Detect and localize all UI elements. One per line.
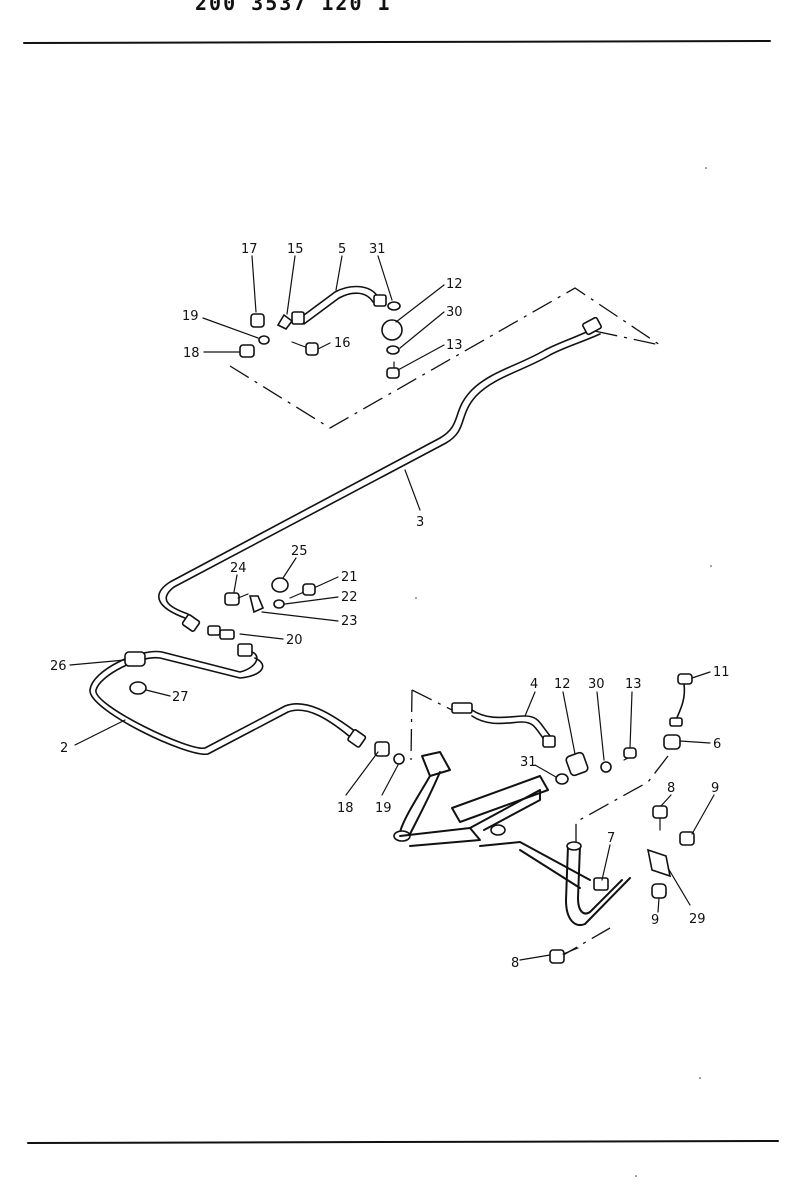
callout-12-upper: 12 <box>446 277 463 292</box>
callout-30-upper: 30 <box>446 305 463 320</box>
lower-dash-c <box>575 755 669 842</box>
header-code: 200 3537 120 1 <box>195 0 392 15</box>
pipe-2 <box>89 650 367 755</box>
callout-8-upper: 8 <box>667 781 675 796</box>
callout-2: 2 <box>60 741 68 756</box>
callout-23: 23 <box>341 614 358 629</box>
scan-specks <box>415 167 712 1177</box>
clamp-26-icon <box>124 651 146 667</box>
callout-24: 24 <box>230 561 247 576</box>
callout-16: 16 <box>334 336 351 351</box>
block-12-lower-icon <box>565 751 589 777</box>
callout-15: 15 <box>287 242 304 257</box>
callout-31-lower: 31 <box>520 755 537 770</box>
upper-assembly-outline <box>229 287 661 429</box>
washer-30-lower-icon <box>600 761 612 773</box>
callout-12-lower: 12 <box>554 677 571 692</box>
callout-8-lower: 8 <box>511 956 519 971</box>
washer-19-upper-icon <box>258 335 270 345</box>
callout-17: 17 <box>241 242 258 257</box>
bolt-13-lower-icon <box>623 747 637 761</box>
washer-30-upper-icon <box>386 345 400 355</box>
pedal-assembly-icon <box>393 751 591 889</box>
pipe-5-right-fitting <box>373 294 387 307</box>
nut-18-lower-icon <box>374 741 390 757</box>
callout-18-upper: 18 <box>183 346 200 361</box>
pipe-2-end-nut <box>347 729 367 748</box>
bracket-29-icon <box>646 848 672 878</box>
callout-13-lower: 13 <box>625 677 642 692</box>
lower-dash-a <box>411 689 453 711</box>
bracket-23-icon <box>248 595 265 614</box>
callout-19-lower: 19 <box>375 801 392 816</box>
nut-9-upper-icon <box>679 831 695 846</box>
clip-15-icon <box>276 313 294 331</box>
pipe-3-lower-nut <box>181 614 201 632</box>
callout-19-upper: 19 <box>182 309 199 324</box>
bolt-16-icon <box>291 341 319 356</box>
nut-9-lower-icon <box>651 883 667 899</box>
pipe-3 <box>158 316 602 632</box>
lower-dash-b <box>410 689 413 761</box>
callout-31-upper: 31 <box>369 242 386 257</box>
callout-7: 7 <box>607 831 615 846</box>
nut-18-upper-icon <box>239 344 255 358</box>
connector-20-icon <box>207 625 253 657</box>
block-12-upper-icon <box>381 319 403 341</box>
pipe-3-end-nut <box>582 316 602 336</box>
callout-4: 4 <box>530 677 538 692</box>
washer-22-icon <box>273 599 285 609</box>
bottom-rule <box>27 1140 779 1144</box>
bolt-13-upper-icon <box>386 361 400 379</box>
callout-6: 6 <box>713 737 721 752</box>
bolt-21-icon <box>289 583 316 599</box>
clip-27-icon <box>129 681 147 695</box>
pipe-4-left-fitting <box>451 702 473 714</box>
fitting-6-icon <box>663 734 681 750</box>
callout-30-lower: 30 <box>588 677 605 692</box>
bolt-24-icon <box>224 592 249 606</box>
leader-lines <box>69 255 715 961</box>
callout-26: 26 <box>50 659 67 674</box>
callout-27: 27 <box>172 690 189 705</box>
washer-31-upper-icon <box>387 301 401 311</box>
bolt-8-upper-icon <box>652 805 668 831</box>
washer-19-lower-icon <box>393 753 405 765</box>
callout-29: 29 <box>689 912 706 927</box>
top-rule <box>23 40 771 44</box>
hose-11-icon <box>669 673 693 727</box>
callout-3: 3 <box>416 515 424 530</box>
washer-31-lower-icon <box>555 773 569 785</box>
nut-17-icon <box>250 313 265 328</box>
callout-labels: 17 15 5 31 12 19 30 16 18 13 3 25 24 21 … <box>50 242 730 971</box>
pipe-4 <box>451 702 556 748</box>
callout-11: 11 <box>713 665 730 680</box>
pipe-5-left-fitting <box>291 311 305 325</box>
callout-18-lower: 18 <box>337 801 354 816</box>
callout-5: 5 <box>338 242 346 257</box>
nut-25-icon <box>271 577 289 593</box>
callout-25: 25 <box>291 544 308 559</box>
bolt-8-lower-icon <box>549 947 579 964</box>
pipe-4-right-fitting <box>542 735 556 748</box>
callout-9-upper: 9 <box>711 781 719 796</box>
callout-21: 21 <box>341 570 358 585</box>
callout-13-upper: 13 <box>446 338 463 353</box>
callout-9-lower: 9 <box>651 913 659 928</box>
callout-22: 22 <box>341 590 358 605</box>
lever-7-icon <box>565 841 631 926</box>
callout-20: 20 <box>286 633 303 648</box>
pipe-5 <box>291 285 387 325</box>
